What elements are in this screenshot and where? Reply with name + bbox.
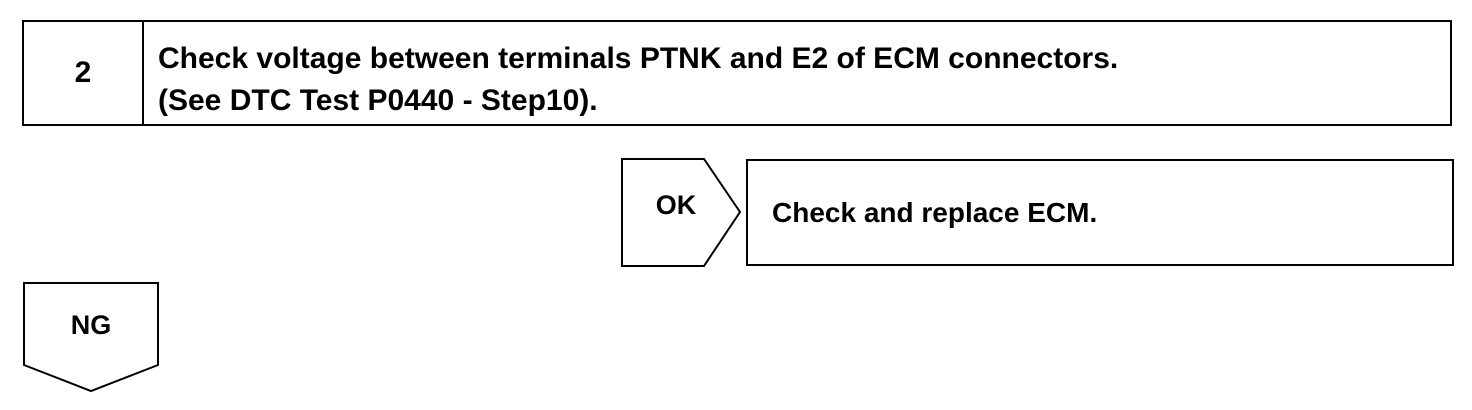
- step-number: 2: [24, 22, 144, 124]
- step-instruction: Check voltage between terminals PTNK and…: [144, 22, 1132, 124]
- ok-action-text: Check and replace ECM.: [772, 196, 1098, 228]
- step-box: 2 Check voltage between terminals PTNK a…: [22, 20, 1452, 126]
- ng-arrow-shape: [23, 282, 159, 393]
- step-instruction-line-2: (See DTC Test P0440 - Step10).: [158, 84, 598, 117]
- ok-action-box: Check and replace ECM.: [746, 159, 1454, 266]
- ng-label: NG: [70, 310, 112, 340]
- ok-label: OK: [655, 190, 697, 220]
- ok-arrow-shape: [621, 158, 742, 267]
- step-instruction-line-1: Check voltage between terminals PTNK and…: [158, 42, 1119, 75]
